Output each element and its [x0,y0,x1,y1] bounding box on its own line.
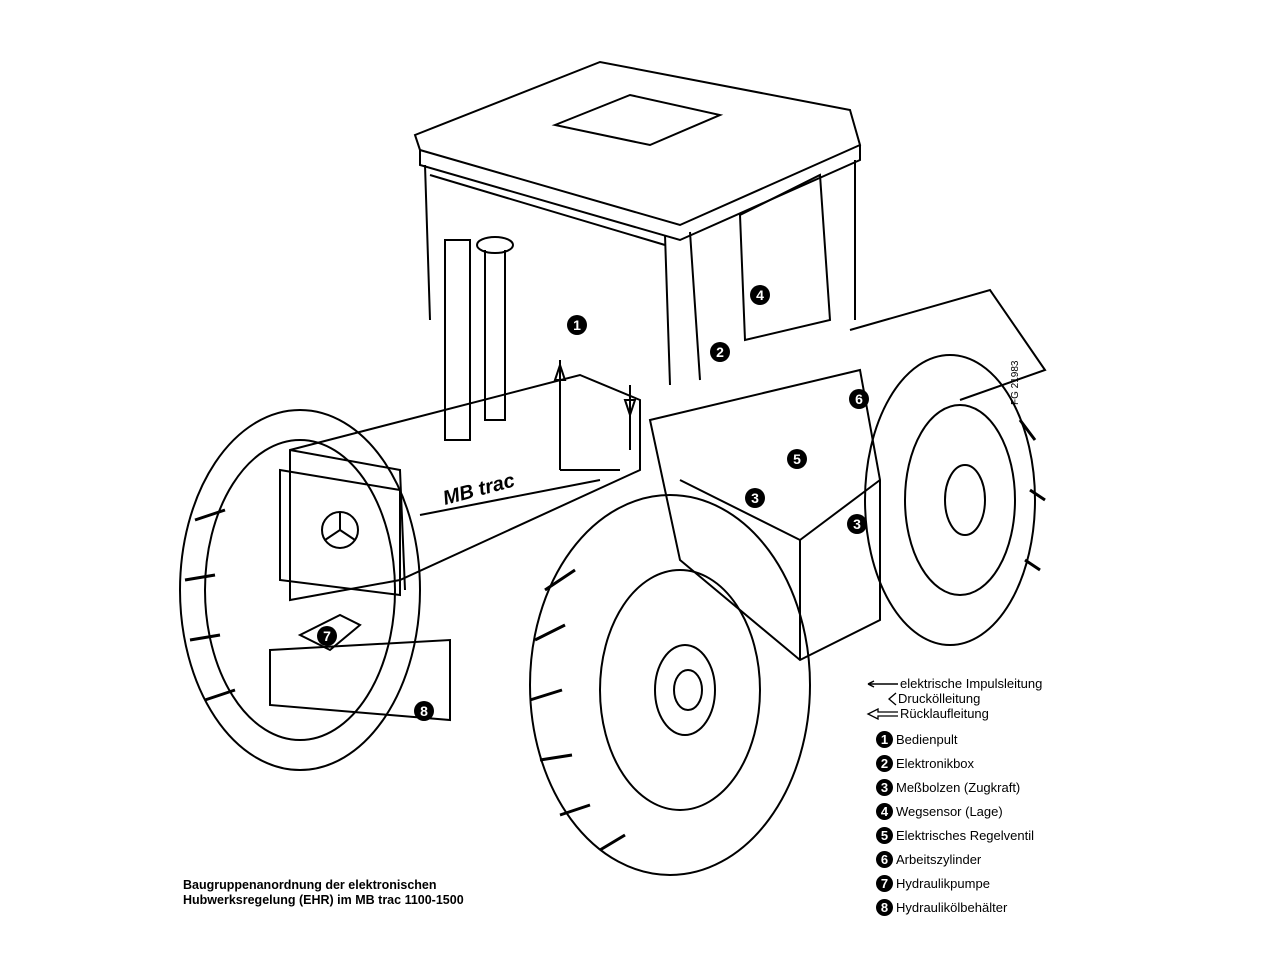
callout-2: 2 [710,342,730,362]
item-number: 7 [876,874,893,892]
caption-line: Baugruppenanordnung der elektronischen [183,878,437,892]
line-legend: elektrische Impulsleitung Druckölleitung… [866,676,1042,721]
figure-code: FG 21983 [1010,360,1021,405]
callout-7: 7 [317,626,337,646]
thin-arrow-left-icon [867,679,898,688]
item-number: 3 [876,778,893,796]
rear-body [648,368,881,662]
front-right-wheel [529,494,811,876]
callout-4: 4 [750,285,770,305]
item-label: Hydraulikpumpe [896,875,990,891]
item-number: 1 [876,730,893,748]
item-label: Meßbolzen (Zugkraft) [896,779,1021,795]
cab-roof [413,60,862,227]
item-label: Wegsensor (Lage) [896,803,1003,819]
grille [279,468,401,597]
item-label: Arbeitszylinder [896,851,982,867]
cab-frame [424,160,856,386]
item-number: 4 [876,802,893,820]
callout-5: 5 [787,449,807,469]
item-number: 5 [876,826,893,844]
legend-electric-line: elektrische Impulsleitung [866,676,1042,691]
legend-label: Druckölleitung [898,691,981,706]
figure-caption: Baugruppenanordnung der elektronischen H… [183,878,464,908]
front-left-wheel [179,409,421,771]
item-label: Hydraulikölbehälter [896,899,1008,915]
item-label: Elektrisches Regelventil [896,827,1035,843]
item-number: 2 [876,754,893,772]
legend-label: elektrische Impulsleitung [900,676,1043,691]
callout-1: 1 [567,315,587,335]
outline-arrow-up-icon [888,692,897,705]
caption-line: Hubwerksregelung (EHR) im MB trac 1100-1… [183,893,464,907]
item-label: Elektronikbox [896,755,975,771]
exhaust-pipe [444,239,471,441]
legend-label: Rücklaufleitung [900,706,989,721]
item-number: 6 [876,850,893,868]
outline-arrow-left-icon [866,707,898,720]
callout-8: 8 [414,701,434,721]
legend-pressure-line: Druckölleitung [866,691,1042,706]
air-intake [484,250,506,421]
roof-hatch [551,93,724,147]
callout-6: 6 [849,389,869,409]
rear-right-wheel [864,354,1036,646]
callout-3: 3 [847,514,867,534]
legend-return-line: Rücklaufleitung [866,706,1042,721]
item-number: 8 [876,898,893,916]
callout-3: 3 [745,488,765,508]
oil-tank [269,638,451,722]
hood [289,373,641,602]
item-label: Bedienpult [896,731,958,747]
